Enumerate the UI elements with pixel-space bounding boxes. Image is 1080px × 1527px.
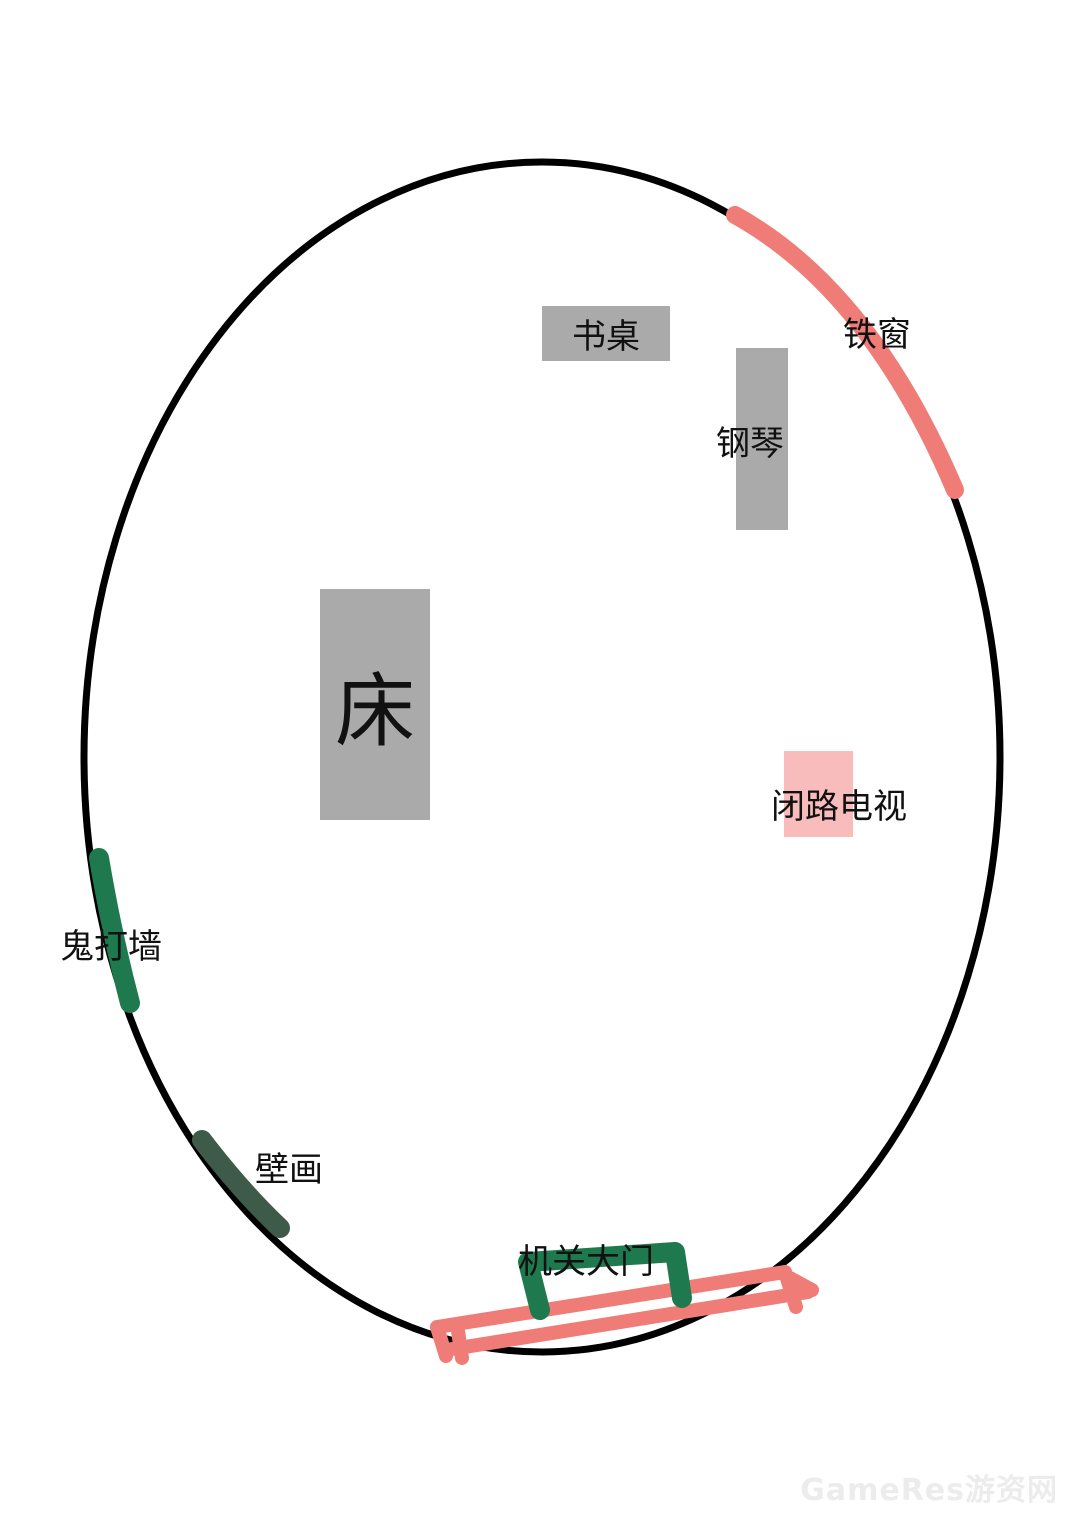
ghost-wall-marker — [89, 848, 140, 1013]
iron-window-label: 铁窗 — [843, 315, 911, 355]
bed: 床 — [320, 589, 430, 820]
mural-marker — [192, 1130, 290, 1238]
iron-window-marker — [726, 206, 964, 499]
piano — [736, 348, 788, 530]
bed-label: 床 — [335, 664, 415, 758]
gate-frame — [430, 1265, 819, 1365]
desk: 书桌 — [542, 306, 670, 361]
watermark: GameRes游资网 — [800, 1473, 1058, 1508]
desk-label: 书桌 — [572, 317, 640, 357]
mural-label: 壁画 — [255, 1150, 323, 1190]
cctv — [784, 751, 853, 837]
room-wall-outline — [80, 158, 1004, 1356]
piano-label: 钢琴 — [716, 424, 784, 464]
gate-door-marker — [518, 1242, 692, 1320]
cctv-label: 闭路电视 — [771, 787, 907, 827]
mechanism-gate-label: 机关大门 — [518, 1242, 654, 1282]
ghost-wall-label: 鬼打墙 — [60, 927, 162, 967]
